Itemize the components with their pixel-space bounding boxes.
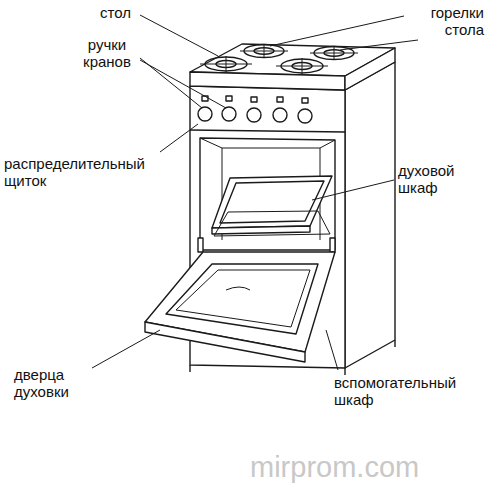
leader-line: [326, 330, 338, 370]
knob: [273, 108, 287, 122]
hinge: [198, 238, 203, 252]
glass-glare: [226, 287, 250, 290]
grate: [200, 44, 358, 74]
leader-line: [270, 16, 404, 46]
tray-front: [212, 226, 310, 234]
cooktop-side-edge: [345, 48, 395, 90]
part-label: стол: [100, 4, 140, 21]
knob: [222, 107, 236, 121]
leader-line: [340, 40, 418, 50]
part-label: распределительный щиток: [4, 155, 156, 189]
oven-opening: [200, 138, 335, 250]
part-label: дверца духовки: [14, 366, 90, 400]
watermark: mirprom.com: [250, 450, 486, 484]
indicator: [302, 98, 308, 103]
foot: [189, 365, 190, 372]
leader-line: [160, 124, 198, 152]
leader-line: [140, 15, 218, 56]
hinge: [330, 238, 335, 252]
knob: [298, 109, 312, 123]
leader-lines: [92, 15, 418, 370]
baking-tray-rim: [220, 181, 324, 223]
oven-inner: [200, 138, 335, 148]
indicator: [226, 96, 232, 101]
part-label: горелки стола: [408, 4, 484, 38]
knobs: [198, 96, 312, 123]
indicator: [251, 97, 257, 102]
panel-line: [190, 130, 345, 132]
side-panel: [345, 62, 395, 368]
stove-drawing: [145, 44, 395, 375]
baking-tray: [212, 176, 332, 228]
cooktop-edge: [190, 72, 345, 90]
oven-rack: [214, 211, 330, 236]
door-glass: [176, 270, 310, 327]
part-label: вспомогательный шкаф: [334, 374, 474, 408]
burners: [200, 44, 358, 74]
foot: [344, 368, 345, 375]
door-window: [166, 264, 318, 334]
knob: [247, 108, 261, 122]
leader-line: [312, 180, 394, 200]
indicator: [277, 97, 283, 102]
part-label: духовой шкаф: [398, 162, 476, 196]
foot: [394, 340, 395, 347]
knob: [198, 107, 212, 121]
leader-line: [140, 60, 226, 108]
part-label: ручки кранов: [76, 36, 138, 70]
leader-line: [92, 330, 160, 368]
